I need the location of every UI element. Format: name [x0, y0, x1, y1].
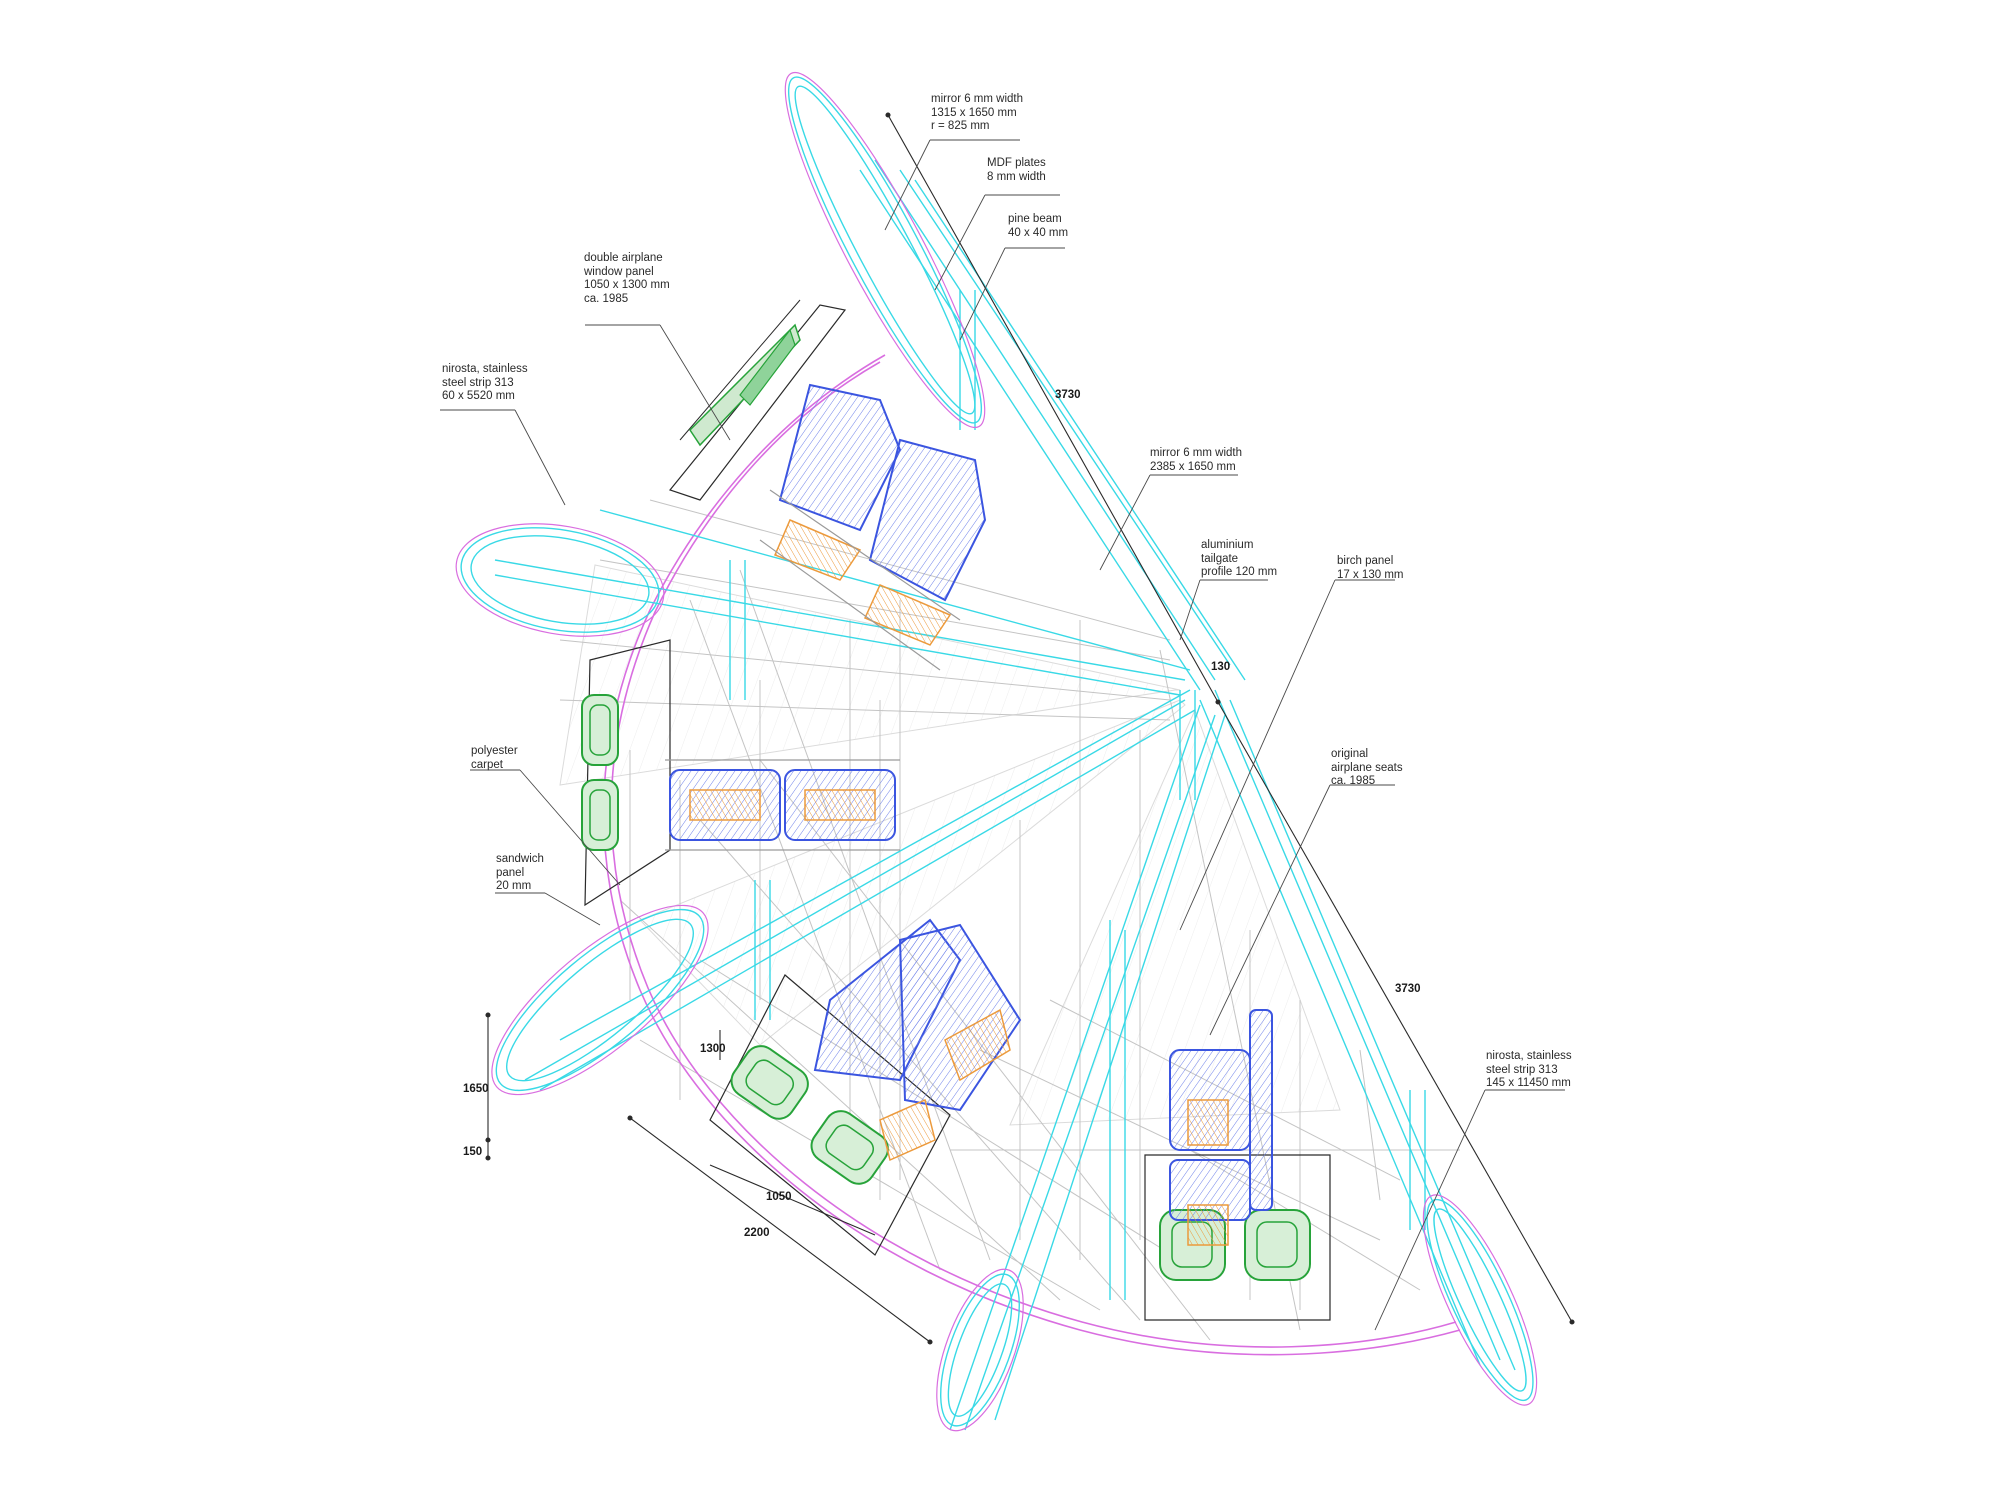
label-aluminium: aluminium tailgate profile 120 mm — [1201, 539, 1277, 580]
dimension-lines — [485, 112, 1575, 1345]
label-line: original — [1331, 748, 1369, 760]
label-line: 60 x 5520 mm — [442, 390, 515, 402]
mirror-panels — [460, 76, 1534, 1431]
label-line: panel — [496, 866, 525, 879]
label-line: sandwich — [496, 853, 544, 865]
label-birch: birch panel 17 x 130 mm — [1337, 555, 1403, 582]
label-seats: original airplane seats ca. 1985 — [1331, 748, 1403, 789]
window-panel-bottom — [709, 974, 951, 1256]
seat-group-bottom — [813, 918, 1022, 1162]
window-panel-top — [668, 299, 847, 501]
label-carpet: polyester carpet — [471, 745, 518, 772]
label-line: MDF plates — [987, 157, 1046, 169]
label-line: steel strip 313 — [1486, 1063, 1558, 1076]
label-line: window panel — [584, 265, 654, 278]
label-line: ca. 1985 — [1331, 775, 1376, 787]
label-line: r = 825 mm — [931, 120, 990, 132]
dimension-gap: 130 — [1211, 661, 1231, 673]
label-mirror-small: mirror 6 mm width 1315 x 1650 mm r = 825… — [931, 93, 1023, 134]
label-nirosta-short: nirosta, stainless steel strip 313 60 x … — [442, 363, 528, 404]
label-line: aluminium — [1201, 539, 1254, 551]
label-line: nirosta, stainless — [442, 363, 528, 375]
dimension-window-width: 1050 — [766, 1191, 792, 1203]
dimension-right-diagonal: 3730 — [1395, 983, 1421, 995]
leader-lines — [440, 139, 1565, 1331]
label-line: 1050 x 1300 mm — [584, 279, 670, 291]
label-line: 40 x 40 mm — [1008, 226, 1069, 239]
dimension-base-length: 2200 — [744, 1227, 770, 1239]
label-line: tailgate — [1201, 552, 1239, 565]
label-window-panel: double airplane window panel 1050 x 1300… — [584, 252, 670, 306]
base-outline — [602, 354, 1461, 1356]
label-line: mirror 6 mm width — [1150, 447, 1243, 459]
label-line: steel strip 313 — [442, 376, 514, 389]
label-line: 2385 x 1650 mm — [1150, 460, 1236, 473]
grey-wireframe — [559, 499, 1460, 1341]
label-line: ca. 1985 — [584, 292, 629, 305]
seat-group-top — [759, 383, 987, 671]
label-mdf-plates: MDF plates 8 mm width — [987, 157, 1046, 184]
label-line: 1315 x 1650 mm — [931, 106, 1017, 119]
seat-group-left — [665, 759, 900, 851]
label-nirosta-long: nirosta, stainless steel strip 313 145 x… — [1486, 1050, 1572, 1091]
dimension-window-height: 1300 — [700, 1043, 726, 1055]
dimension-top-diagonal: 3730 — [1055, 389, 1081, 401]
label-line: pine beam — [1008, 213, 1062, 225]
seat-group-right — [1169, 1009, 1273, 1246]
label-line: nirosta, stainless — [1486, 1050, 1572, 1062]
label-line: carpet — [471, 758, 503, 771]
label-line: profile 120 mm — [1201, 566, 1278, 578]
label-line: 145 x 11450 mm — [1486, 1077, 1571, 1089]
label-line: 8 mm width — [987, 170, 1046, 183]
label-line: birch panel — [1337, 555, 1394, 567]
label-pine-beam: pine beam 40 x 40 mm — [1008, 213, 1068, 240]
dimension-plinth: 150 — [463, 1146, 483, 1158]
label-mirror-large: mirror 6 mm width 2385 x 1650 mm — [1150, 447, 1242, 474]
ellipse-rims — [455, 71, 1538, 1432]
label-line: 20 mm — [496, 880, 532, 892]
label-line: 17 x 130 mm — [1337, 568, 1404, 581]
label-line: polyester — [471, 745, 518, 757]
label-line: mirror 6 mm width — [931, 93, 1024, 105]
dimension-height: 1650 — [463, 1083, 489, 1095]
label-line: airplane seats — [1331, 761, 1403, 774]
label-line: double airplane — [584, 252, 663, 264]
label-sandwich: sandwich panel 20 mm — [496, 853, 544, 894]
